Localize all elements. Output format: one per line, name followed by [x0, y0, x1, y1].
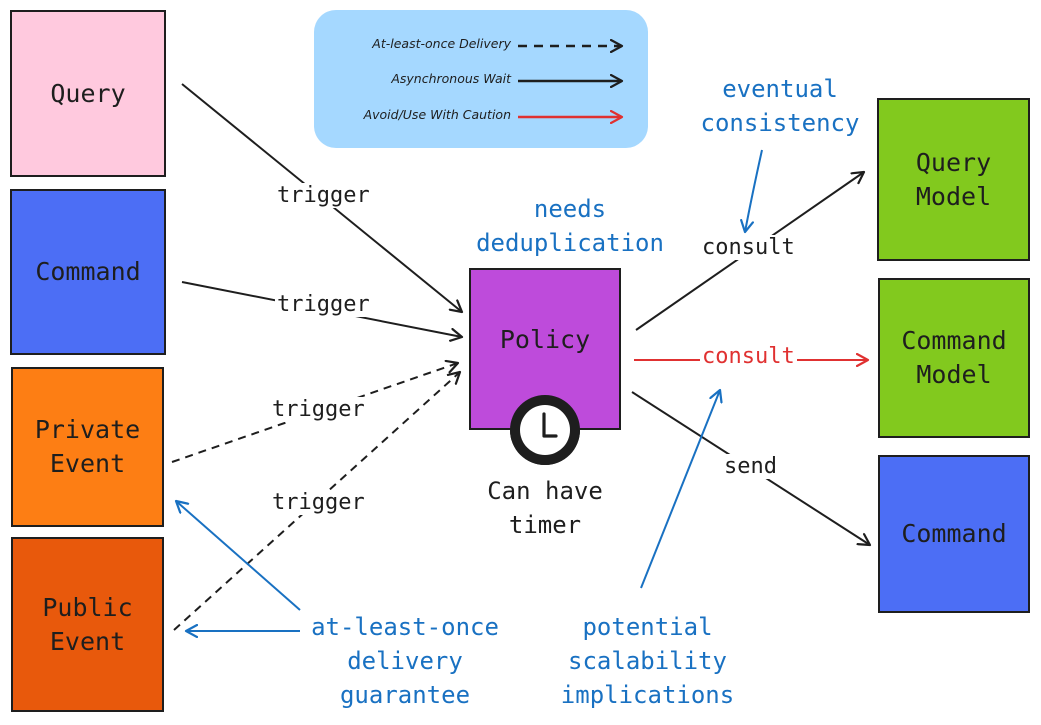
- box-command-target: Command: [878, 455, 1030, 613]
- label-trigger-query: trigger: [275, 183, 372, 208]
- legend-label-dashed: At-least-once Delivery: [372, 36, 511, 51]
- box-private-event: Private Event: [11, 367, 164, 527]
- timer-label: Can have timer: [487, 477, 603, 539]
- box-query: Query: [10, 10, 166, 177]
- legend-label-red: Avoid/Use With Caution: [363, 107, 511, 122]
- note-scalability-implications: potential scalability implications: [560, 613, 735, 709]
- arrow-note-scalability: [640, 390, 720, 589]
- box-command-model: Command Model: [878, 278, 1030, 438]
- box-query-model: Query Model: [877, 98, 1030, 261]
- label-consult-query: consult: [700, 235, 797, 260]
- note-eventual-consistency: eventual consistency: [700, 75, 860, 137]
- label-send: send: [722, 454, 779, 479]
- label-consult-command: consult: [700, 344, 797, 369]
- label-trigger-command: trigger: [275, 292, 372, 317]
- legend-label-solid: Asynchronous Wait: [391, 71, 511, 86]
- box-public-event: Public Event: [11, 537, 164, 712]
- arrow-trigger-private-event: [171, 363, 458, 463]
- note-at-least-once-delivery: at-least-once delivery guarantee: [311, 613, 499, 709]
- label-trigger-public: trigger: [270, 490, 367, 515]
- label-trigger-private: trigger: [270, 397, 367, 422]
- arrow-note-eventual: [745, 149, 763, 232]
- arrow-note-delivery-private: [176, 501, 301, 611]
- box-command-source: Command: [10, 189, 166, 355]
- timer-clock-icon: [510, 395, 580, 465]
- legend-panel: [314, 10, 648, 148]
- note-needs-deduplication: needs deduplication: [476, 195, 664, 257]
